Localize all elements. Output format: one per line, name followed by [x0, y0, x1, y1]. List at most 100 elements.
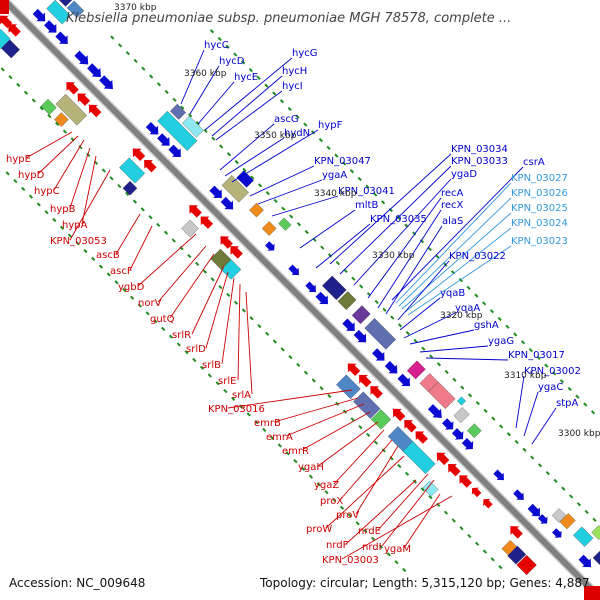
gene-block: [336, 374, 361, 400]
gene-label: alaS: [442, 216, 463, 227]
tick-dot: [296, 362, 301, 368]
tick-dot: [308, 474, 314, 479]
tick-dot: [249, 316, 254, 321]
tick-label: 3310 kbp: [504, 371, 547, 381]
tick-dot: [339, 505, 345, 510]
tick-label: 3320 kbp: [440, 311, 483, 321]
leader-line: [345, 479, 417, 545]
tick-dot: [334, 153, 339, 158]
tick-dot: [257, 323, 262, 329]
gene-label: KPN_03034: [451, 144, 508, 155]
tick-dot: [39, 106, 44, 111]
tick-dot: [277, 443, 282, 448]
tick-dot: [101, 168, 106, 173]
tick-dot: [584, 509, 589, 515]
gene-block: [40, 98, 57, 115]
tick-dot: [544, 363, 549, 368]
tick-dot: [420, 487, 425, 492]
gene-arrow: [397, 373, 410, 387]
gene-arrow: [145, 122, 159, 135]
tick-dot: [319, 386, 324, 391]
gene-label: KPN_03047: [314, 156, 371, 167]
tick-dot: [199, 365, 205, 370]
tick-dot: [75, 241, 80, 246]
tick-dot: [192, 357, 197, 363]
gene-block: [182, 115, 204, 138]
tick-dot: [513, 332, 518, 337]
tick-dot: [125, 51, 130, 56]
gene-arrow: [342, 318, 355, 331]
gene-label: ygaM: [384, 544, 411, 555]
gene-label: hycD: [219, 56, 245, 67]
leader-line: [219, 123, 275, 171]
tick-dot: [262, 427, 267, 433]
gene-block: [77, 93, 91, 106]
tick-dot: [559, 379, 565, 384]
tick-dot: [351, 276, 356, 281]
gene-label: proV: [336, 510, 359, 521]
tick-dot: [318, 137, 323, 143]
gene-labels: hycChycDhycEhycGhycHhycIascGhydNhypFKPN_…: [6, 40, 581, 566]
gene-arrow: [442, 418, 454, 430]
gene-block: [559, 513, 576, 530]
tick-dot: [296, 222, 302, 227]
tick-dot: [355, 521, 360, 526]
gene-arrow: [451, 428, 464, 440]
leader-line: [515, 375, 525, 429]
tick-dot: [8, 75, 13, 80]
tick-dot: [137, 303, 142, 308]
tick-dot: [273, 198, 278, 204]
gene-block: [459, 475, 472, 488]
gene-arrow: [305, 281, 316, 293]
gene-block: [200, 216, 214, 229]
tick-dot: [386, 552, 391, 557]
leader-line: [425, 357, 509, 361]
gene-block: [46, 0, 71, 25]
gene-label: srlA: [232, 390, 251, 401]
tick-dot: [23, 90, 29, 95]
summary-text: Topology: circular; Length: 5,315,120 bp…: [259, 576, 590, 590]
gene-block: [591, 525, 600, 540]
leader-line: [333, 429, 385, 485]
gene-label: csrA: [523, 157, 545, 168]
gene-block: [516, 554, 537, 576]
tick-dot: [397, 323, 403, 328]
tick-label: 3330 kbp: [372, 251, 415, 261]
gene-block: [322, 275, 347, 301]
tick-dot: [303, 370, 309, 375]
gene-block: [8, 24, 21, 37]
leader-line: [419, 345, 489, 353]
top-left-corner-mark: [0, 0, 9, 14]
tick-dot: [371, 536, 376, 541]
gene-label: ygaC: [538, 382, 563, 393]
gene-block: [507, 545, 527, 565]
gene-label: hycE: [234, 72, 258, 83]
gene-arrow: [168, 144, 181, 158]
gene-arrow: [461, 438, 474, 450]
leader-line: [257, 179, 323, 205]
leader-line: [355, 445, 399, 515]
tick-dot: [402, 567, 407, 573]
gene-block: [157, 110, 198, 151]
leader-line: [329, 153, 452, 265]
tick-dot: [530, 455, 535, 460]
tick-dot: [569, 494, 574, 499]
tick-dot: [444, 369, 449, 375]
leader-line: [204, 57, 293, 131]
tick-dot: [218, 285, 223, 290]
tick-dot: [246, 412, 251, 417]
tick-label: 3370 kbp: [114, 3, 157, 13]
tick-dot: [390, 315, 395, 320]
tick-dot: [225, 44, 230, 49]
gene-block: [1, 39, 20, 59]
gene-label: gshA: [474, 320, 499, 331]
gene-arrow: [44, 20, 57, 33]
gene-label: KPN_03033: [451, 156, 508, 167]
tick-dot: [16, 82, 21, 88]
tick-dot: [358, 425, 363, 430]
gene-block: [359, 374, 372, 388]
tick-dot: [466, 285, 471, 290]
leader-line: [191, 265, 225, 335]
gene-arrow: [513, 489, 524, 500]
leader-line: [37, 135, 79, 175]
